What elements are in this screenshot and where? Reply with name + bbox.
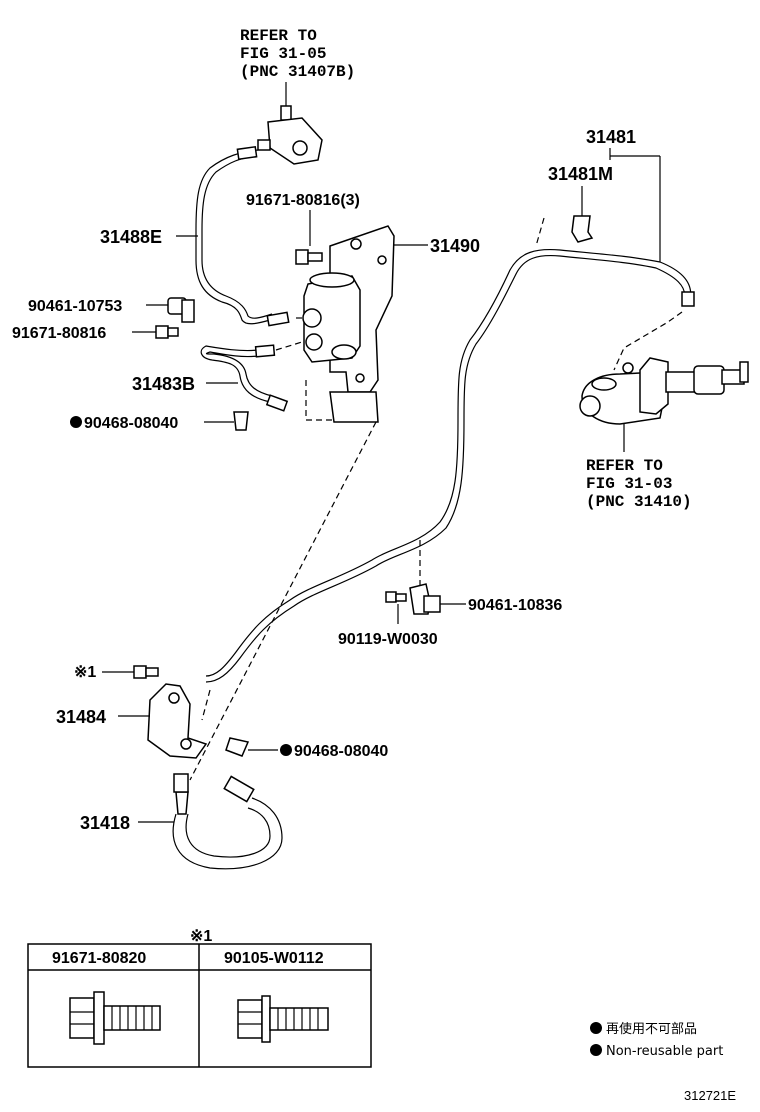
bolt-icon xyxy=(133,665,159,679)
label-31481: 31481 xyxy=(586,127,636,147)
clamp-icon xyxy=(167,297,195,323)
label-31490: 31490 xyxy=(430,236,480,256)
dash-valve-2 xyxy=(275,341,303,351)
flange-bolt-icon xyxy=(237,995,329,1043)
diagram-code: 312721E xyxy=(684,1088,736,1103)
brake-pipe-31488E xyxy=(195,145,290,327)
table-col2-header: 90105-W0112 xyxy=(224,950,324,967)
label-90461-10836: 90461-10836 xyxy=(468,597,562,614)
dash-valve-3 xyxy=(305,380,332,421)
three-way-joint-icon xyxy=(257,105,323,165)
bracket-31484 xyxy=(147,683,208,759)
legend-dot-jp xyxy=(590,1022,602,1034)
bolt-icon xyxy=(155,325,179,339)
brake-pipe-31481 xyxy=(205,248,695,683)
label-90119-W0030: 90119-W0030 xyxy=(338,631,438,648)
dash-to-master-cyl xyxy=(613,311,683,371)
non-reusable-dot xyxy=(70,416,82,428)
bolt-icon xyxy=(385,591,407,603)
label-mark1: ※1 xyxy=(74,664,96,681)
clip-icon xyxy=(233,411,249,431)
label-31418: 31418 xyxy=(80,813,130,833)
refer-right-line1: REFER TO xyxy=(586,457,663,475)
valve-block xyxy=(302,272,361,363)
clamp-icon xyxy=(409,583,441,615)
label-31483B: 31483B xyxy=(132,374,195,394)
dash-pipe-end xyxy=(201,689,211,721)
grommet-icon xyxy=(571,215,594,243)
table-col1-header: 91671-80820 xyxy=(52,950,146,967)
legend-dot-en xyxy=(590,1044,602,1056)
label-90468-08040-bottom: 90468-08040 xyxy=(294,743,388,760)
brake-pipe-31483B xyxy=(200,344,289,412)
brake-hose-31418 xyxy=(172,773,283,870)
legend-jp: 再使用不可部品 xyxy=(606,1021,697,1037)
bolt-icon xyxy=(295,249,323,265)
label-90461-10753: 90461-10753 xyxy=(28,298,122,315)
clip-icon xyxy=(225,737,250,757)
table-mark: ※1 xyxy=(190,928,212,945)
flange-bolt-icon xyxy=(69,991,161,1045)
label-31484: 31484 xyxy=(56,707,106,727)
label-31488E: 31488E xyxy=(100,227,162,247)
label-91671-80816: 91671-80816 xyxy=(12,325,106,342)
refer-top-line1: REFER TO xyxy=(240,27,317,45)
refer-top-line2: FIG 31-05 xyxy=(240,45,326,63)
label-90468-08040-top: 90468-08040 xyxy=(84,415,178,432)
master-cylinder-icon xyxy=(579,357,749,425)
label-31481M: 31481M xyxy=(548,164,613,184)
label-91671-80816-qty3: 91671-80816(3) xyxy=(246,192,360,209)
dash-bracket-to-hose xyxy=(189,421,377,781)
refer-top-line3: (PNC 31407B) xyxy=(240,63,355,81)
dash-31481M xyxy=(535,217,545,247)
refer-right-line3: (PNC 31410) xyxy=(586,493,692,511)
legend-en: Non-reusable part xyxy=(606,1044,723,1059)
refer-right-line2: FIG 31-03 xyxy=(586,475,672,493)
non-reusable-dot xyxy=(280,744,292,756)
